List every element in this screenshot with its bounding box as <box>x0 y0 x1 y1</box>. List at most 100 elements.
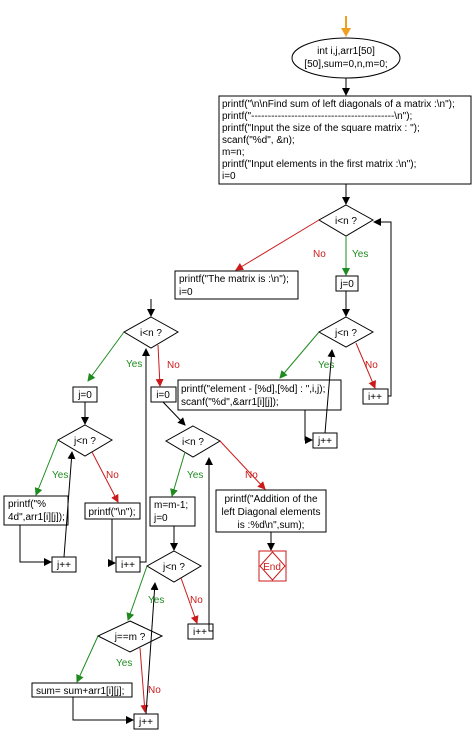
init-line: m=n; <box>222 147 245 158</box>
decision-i-lt-n: i<n ? <box>317 204 375 237</box>
assign-text: j=0 <box>339 279 354 290</box>
print-line: printf("\n"); <box>88 507 135 518</box>
no-arrow <box>139 647 149 713</box>
decision-text: j<n ? <box>162 562 185 573</box>
i-increment: i++ <box>362 388 389 405</box>
no-arrow <box>155 344 164 387</box>
loop-arrow <box>205 457 213 632</box>
yes-label: Yes <box>148 595 164 606</box>
yes-label: Yes <box>126 359 142 370</box>
loop-arrow <box>140 348 150 563</box>
decision-text: j<n ? <box>73 436 96 447</box>
input-block: printf("element - [%d],[%d] : ",i,j); sc… <box>177 379 342 411</box>
decision-text: j==m ? <box>114 632 146 643</box>
yes-arrow <box>87 331 125 382</box>
print-newline-block: printf("\n"); <box>84 502 141 520</box>
init-block: printf("\n\nFind sum of left diagonals o… <box>218 95 472 185</box>
loop-arrow <box>373 218 392 397</box>
sum-line: sum= sum+arr1[i][j]; <box>36 686 124 697</box>
init-line: scanf("%d", &n); <box>222 135 295 146</box>
j-increment: j++ <box>133 713 159 730</box>
input-line: scanf("%d",&arr1[i][j]); <box>181 397 279 408</box>
no-arrow <box>219 440 266 490</box>
result-line: is :%d\n",sum); <box>238 520 305 531</box>
loop-arrow <box>145 582 159 715</box>
yes-label: Yes <box>52 470 68 481</box>
init-line: printf("Input elements in the first matr… <box>222 159 416 170</box>
assign-text: j=0 <box>77 390 92 401</box>
start-text-2: [50],sum=0,n,m=0; <box>304 59 387 70</box>
m-decrement-block: m=m-1; j=0 <box>149 496 196 527</box>
start-text-1: int i,j,arr1[50] <box>317 46 375 57</box>
m-line: m=m-1; <box>154 500 188 511</box>
no-label: No <box>106 470 119 481</box>
print-element-block: printf("% 4d",arr1[i][j]); <box>3 495 69 526</box>
init-line: printf("--------------------------------… <box>222 111 412 122</box>
no-arrow <box>91 451 119 503</box>
m-line: j=0 <box>153 513 168 524</box>
inc-text: j++ <box>138 717 153 728</box>
no-arrow <box>235 219 320 271</box>
connector <box>72 697 134 724</box>
decision-i-lt-n: i<n ? <box>164 425 222 458</box>
inc-text: i++ <box>368 392 382 403</box>
connector <box>304 410 313 444</box>
init-line: printf("\n\nFind sum of left diagonals o… <box>222 99 455 110</box>
result-line: left Diagonal elements <box>222 507 321 518</box>
no-arrow <box>180 577 199 624</box>
j-increment: j++ <box>312 432 338 449</box>
no-label: No <box>148 685 161 696</box>
init-line: printf("Input the size of the square mat… <box>222 123 420 134</box>
start-arrow <box>341 16 351 37</box>
loop-arrow <box>324 349 336 434</box>
no-label: No <box>365 360 378 371</box>
no-label: No <box>245 470 258 481</box>
j-increment: j++ <box>51 556 77 573</box>
print-line: 4d",arr1[i][j]); <box>8 512 65 523</box>
i-increment: i++ <box>115 556 141 573</box>
assign-j0: j=0 <box>72 386 98 403</box>
yes-label: Yes <box>318 360 334 371</box>
loop-arrow <box>63 451 76 558</box>
yes-label: Yes <box>116 658 132 669</box>
inc-text: j++ <box>317 436 332 447</box>
init-line: i=0 <box>222 171 236 182</box>
decision-text: i<n ? <box>182 437 204 448</box>
inc-text: j++ <box>56 560 71 571</box>
result-line: printf("Addition of the <box>224 494 317 505</box>
decision-text: i<n ? <box>140 328 162 339</box>
decision-i-lt-n: i<n ? <box>122 316 180 349</box>
end-text: End <box>263 562 281 573</box>
yes-arrow <box>170 451 186 497</box>
yes-arrow <box>279 331 320 379</box>
no-arrow <box>355 342 376 389</box>
yes-arrow <box>126 565 148 621</box>
decision-j-lt-n: j<n ? <box>145 550 203 583</box>
end-node: End <box>258 550 287 582</box>
no-label: No <box>167 360 180 371</box>
matrix-line: i=0 <box>179 287 193 298</box>
inc-text: i++ <box>193 627 207 638</box>
no-label: No <box>190 595 203 606</box>
decision-text: i<n ? <box>335 216 357 227</box>
assign-j0: j=0 <box>335 275 359 292</box>
result-block: printf("Addition of the left Diagonal el… <box>215 489 327 533</box>
connector <box>108 519 116 567</box>
no-label: No <box>313 249 326 260</box>
yes-label: Yes <box>352 249 368 260</box>
print-line: printf("% <box>8 499 46 510</box>
decision-j-lt-n: j<n ? <box>317 316 375 348</box>
decision-text: j<n ? <box>334 328 357 339</box>
connector <box>19 525 52 566</box>
yes-arrow <box>76 635 99 683</box>
input-line: printf("element - [%d],[%d] : ",i,j); <box>181 384 325 395</box>
inc-text: i++ <box>121 560 135 571</box>
matrix-line: printf("The matrix is :\n"); <box>179 274 289 285</box>
decision-j-lt-n: j<n ? <box>56 424 114 457</box>
yes-label: Yes <box>187 470 203 481</box>
connector <box>162 401 186 426</box>
matrix-block: printf("The matrix is :\n"); i=0 <box>174 270 299 300</box>
assign-text: i=0 <box>156 390 170 401</box>
assign-i0: i=0 <box>150 386 177 403</box>
